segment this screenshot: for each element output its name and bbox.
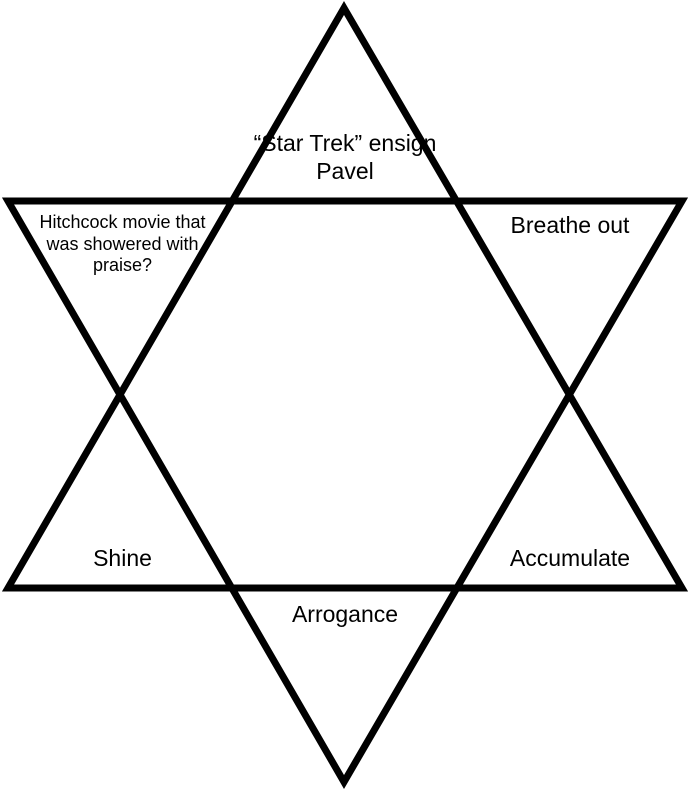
clue-bottom-point: Arrogance xyxy=(291,601,399,627)
downward-triangle xyxy=(1,197,689,789)
clue-bottom-left-point: Shine xyxy=(93,545,152,571)
clue-top-left-point: Hitchcock movie that was showered with p… xyxy=(39,212,206,276)
clue-top-right-point: Breathe out xyxy=(510,212,630,238)
clue-bottom-right-point: Accumulate xyxy=(509,545,631,571)
upward-triangle xyxy=(1,1,689,592)
clue-top-point: “Star Trek” ensign Pavel xyxy=(253,130,437,184)
